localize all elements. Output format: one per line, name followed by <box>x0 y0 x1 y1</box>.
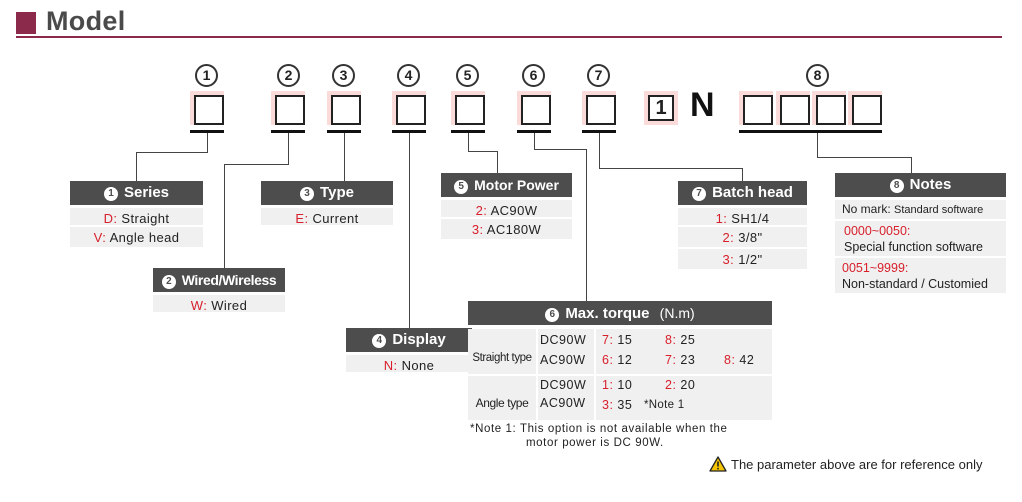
header-accent-square <box>16 12 36 34</box>
type-table: 3 Type E: Current <box>261 181 393 227</box>
underline-2 <box>271 130 305 133</box>
fixed-letter: N <box>690 86 715 124</box>
batch-head-header: 7 Batch head <box>678 181 807 205</box>
position-number-6: 6 <box>522 64 545 87</box>
torque-cell: 1: 10 <box>602 378 633 392</box>
motor-power-title: Motor Power <box>474 177 559 193</box>
max-torque-title: Max. torque <box>565 305 650 322</box>
underline-6 <box>517 130 551 133</box>
torque-cell: 7: 23 <box>665 353 696 367</box>
notes-row-custom: 0051~9999: Non-standard / Customied <box>835 258 1006 293</box>
type-title: Type <box>320 184 354 201</box>
code-box-6 <box>517 91 551 125</box>
footnote-line-1: *Note 1: This option is not available wh… <box>470 423 728 435</box>
max-torque-table: 6 Max. torque (N.m) Straight type Angle t… <box>468 301 772 420</box>
fixed-digit-box: 1 <box>644 91 678 125</box>
max-torque-body: Straight type Angle type DC90W AC90W DC9… <box>468 329 772 420</box>
series-title: Series <box>123 184 170 201</box>
page-title: Model <box>46 6 126 36</box>
number-badge-3: 3 <box>300 187 315 201</box>
batch-row-3: 3: 1/2" <box>678 249 807 271</box>
underline-8 <box>739 130 882 133</box>
underline-1 <box>190 130 224 133</box>
notes-header: 8 Notes <box>835 173 1006 197</box>
code-box-4 <box>392 91 426 125</box>
torque-cell: 8: 25 <box>665 333 696 347</box>
notes-table: 8 Notes No mark: Standard software 0000~0… <box>835 173 1006 293</box>
disclaimer-text: The parameter above are for reference on… <box>731 457 983 472</box>
footnote-line-2: motor power is DC 90W. <box>526 437 664 449</box>
wired-table: 2 Wired/Wireless W: Wired <box>153 268 285 314</box>
batch-head-table: 7 Batch head 1: SH1/4 2: 3/8" 3: 1/2" <box>678 181 807 271</box>
position-number-7: 7 <box>587 64 610 87</box>
display-table: 4 Display N: None <box>346 328 472 374</box>
code-box-8d <box>848 91 882 125</box>
torque-cell: 8: 42 <box>724 353 755 367</box>
number-badge-6: 6 <box>545 308 560 322</box>
number-badge-8: 8 <box>889 179 904 193</box>
underline-4 <box>392 130 426 133</box>
batch-head-title: Batch head <box>712 184 793 201</box>
code-box-7 <box>582 91 616 125</box>
torque-cell: 7: 15 <box>602 333 633 347</box>
fixed-digit: 1 <box>648 95 674 121</box>
notes-row-no-mark: No mark: Standard software <box>835 200 1006 219</box>
code-box-3 <box>327 91 361 125</box>
position-number-8: 8 <box>806 64 829 87</box>
notes-title: Notes <box>909 176 952 193</box>
torque-cell: 3: 35 <box>602 398 633 412</box>
angle-type-label: Angle type <box>475 396 529 410</box>
code-box-8b <box>776 91 810 125</box>
series-row-d: D: Straight <box>70 205 203 227</box>
underline-3 <box>327 130 361 133</box>
series-header: 1 Series <box>70 181 203 205</box>
torque-cell: 6: 12 <box>602 353 633 367</box>
display-row-n: N: None <box>346 352 472 374</box>
type-header: 3 Type <box>261 181 393 205</box>
torque-cell: 2: 20 <box>665 378 696 392</box>
code-box-2 <box>271 91 305 125</box>
wired-title: Wired/Wireless <box>181 272 277 288</box>
torque-model-straight-dc: DC90W <box>540 333 587 347</box>
max-torque-header: 6 Max. torque (N.m) <box>468 301 772 325</box>
code-box-8c <box>812 91 846 125</box>
position-number-2: 2 <box>277 64 300 87</box>
batch-row-1: 1: SH1/4 <box>678 205 807 227</box>
position-number-5: 5 <box>456 64 479 87</box>
motor-row-3: 3: AC180W <box>441 219 572 241</box>
series-table: 1 Series D: Straight V: Angle head <box>70 181 203 249</box>
motor-power-table: 5 Motor Power 2: AC90W 3: AC180W <box>441 173 572 241</box>
header-rule <box>16 36 1002 38</box>
wired-row-w: W: Wired <box>153 292 285 314</box>
underline-7 <box>582 130 616 133</box>
number-badge-2: 2 <box>161 275 176 289</box>
max-torque-unit: (N.m) <box>659 305 695 321</box>
position-number-4: 4 <box>397 64 420 87</box>
number-badge-4: 4 <box>372 334 387 348</box>
warning-icon <box>709 456 727 477</box>
straight-type-label: Straight type <box>472 352 532 364</box>
code-box-1 <box>190 91 224 125</box>
type-row-e: E: Current <box>261 205 393 227</box>
number-badge-5: 5 <box>454 180 469 194</box>
motor-power-header: 5 Motor Power <box>441 173 572 197</box>
underline-5 <box>451 130 485 133</box>
code-box-5 <box>451 91 485 125</box>
position-number-1: 1 <box>195 64 218 87</box>
torque-model-angle-dc: DC90W <box>540 378 587 392</box>
display-header: 4 Display <box>346 328 472 352</box>
number-badge-1: 1 <box>103 187 118 201</box>
wired-header: 2 Wired/Wireless <box>153 268 285 292</box>
position-number-3: 3 <box>332 64 355 87</box>
notes-row-special: 0000~0050: Special function software <box>835 221 1006 256</box>
torque-note-ref: *Note 1 <box>644 399 685 411</box>
number-badge-7: 7 <box>692 187 707 201</box>
torque-model-straight-ac: AC90W <box>540 353 586 367</box>
batch-row-2: 2: 3/8" <box>678 227 807 249</box>
torque-model-angle-ac: AC90W <box>540 396 586 410</box>
motor-row-2: 2: AC90W <box>441 197 572 219</box>
series-row-v: V: Angle head <box>70 227 203 249</box>
code-box-8a <box>739 91 773 125</box>
display-title: Display <box>392 331 446 348</box>
